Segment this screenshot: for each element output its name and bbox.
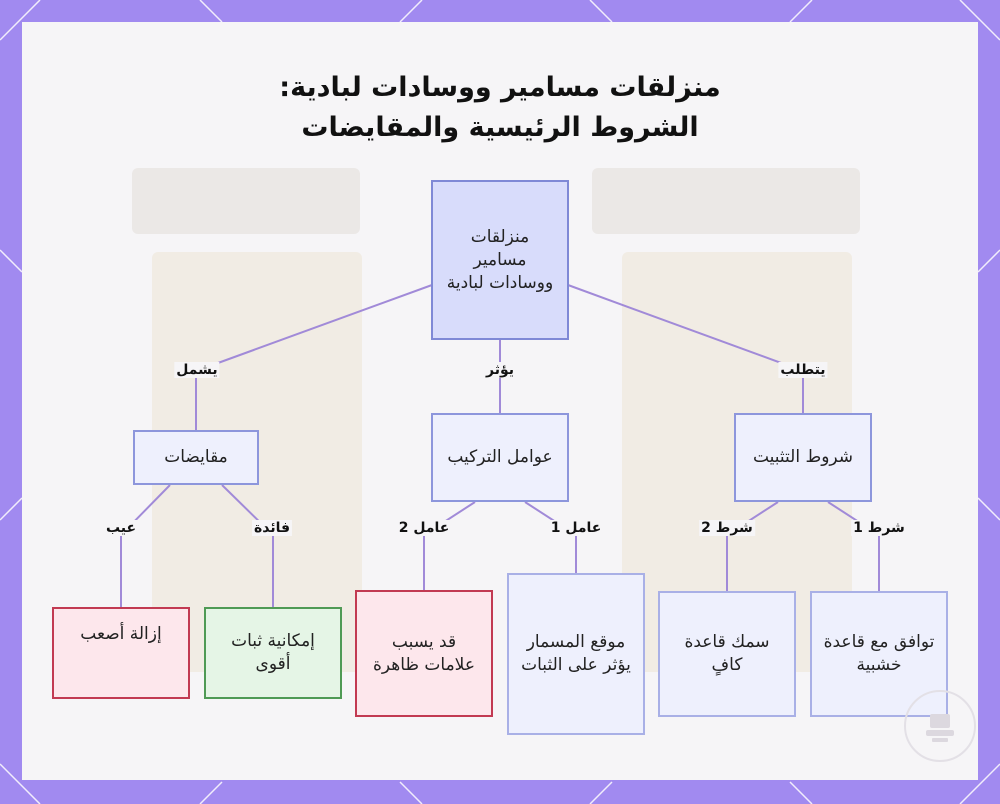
edge-root-conditions	[568, 285, 803, 413]
edge-factors-marks	[424, 502, 475, 590]
edge-label-factor-2: عامل 2	[397, 520, 452, 536]
node-base-thickness: سمك قاعدة كافٍ	[658, 591, 796, 717]
edge-label-drawback: عيب	[104, 520, 138, 536]
edge-root-tradeoffs	[196, 285, 432, 430]
node-visible-marks: قد يسبب علامات ظاهرة	[355, 590, 493, 717]
node-tradeoffs: مقايضات	[133, 430, 259, 485]
edge-label-affects: يؤثر	[484, 362, 516, 378]
node-conditions: شروط التثبيت	[734, 413, 872, 502]
watermark-logo-icon	[904, 690, 976, 762]
edge-label-factor-1: عامل 1	[549, 520, 604, 536]
edge-conditions-wood	[828, 502, 879, 591]
node-factors: عوامل التركيب	[431, 413, 569, 502]
node-harder-removal: إزالة أصعب	[52, 607, 190, 699]
edge-factors-nail	[525, 502, 576, 573]
edge-label-condition-2: شرط 2	[699, 520, 755, 536]
edge-label-includes: يشمل	[174, 362, 219, 378]
edge-conditions-thickness	[727, 502, 778, 591]
edge-tradeoffs-stronger	[222, 485, 273, 607]
edge-label-requires: يتطلب	[778, 362, 827, 378]
edge-label-benefit: فائدة	[252, 520, 292, 536]
edge-tradeoffs-harder	[121, 485, 170, 607]
edge-label-condition-1: شرط 1	[851, 520, 907, 536]
node-stronger-hold: إمكانية ثبات أقوى	[204, 607, 342, 699]
node-root: منزلقات مسامير ووسادات لبادية	[431, 180, 569, 340]
node-nail-position: موقع المسمار يؤثر على الثبات	[507, 573, 645, 735]
